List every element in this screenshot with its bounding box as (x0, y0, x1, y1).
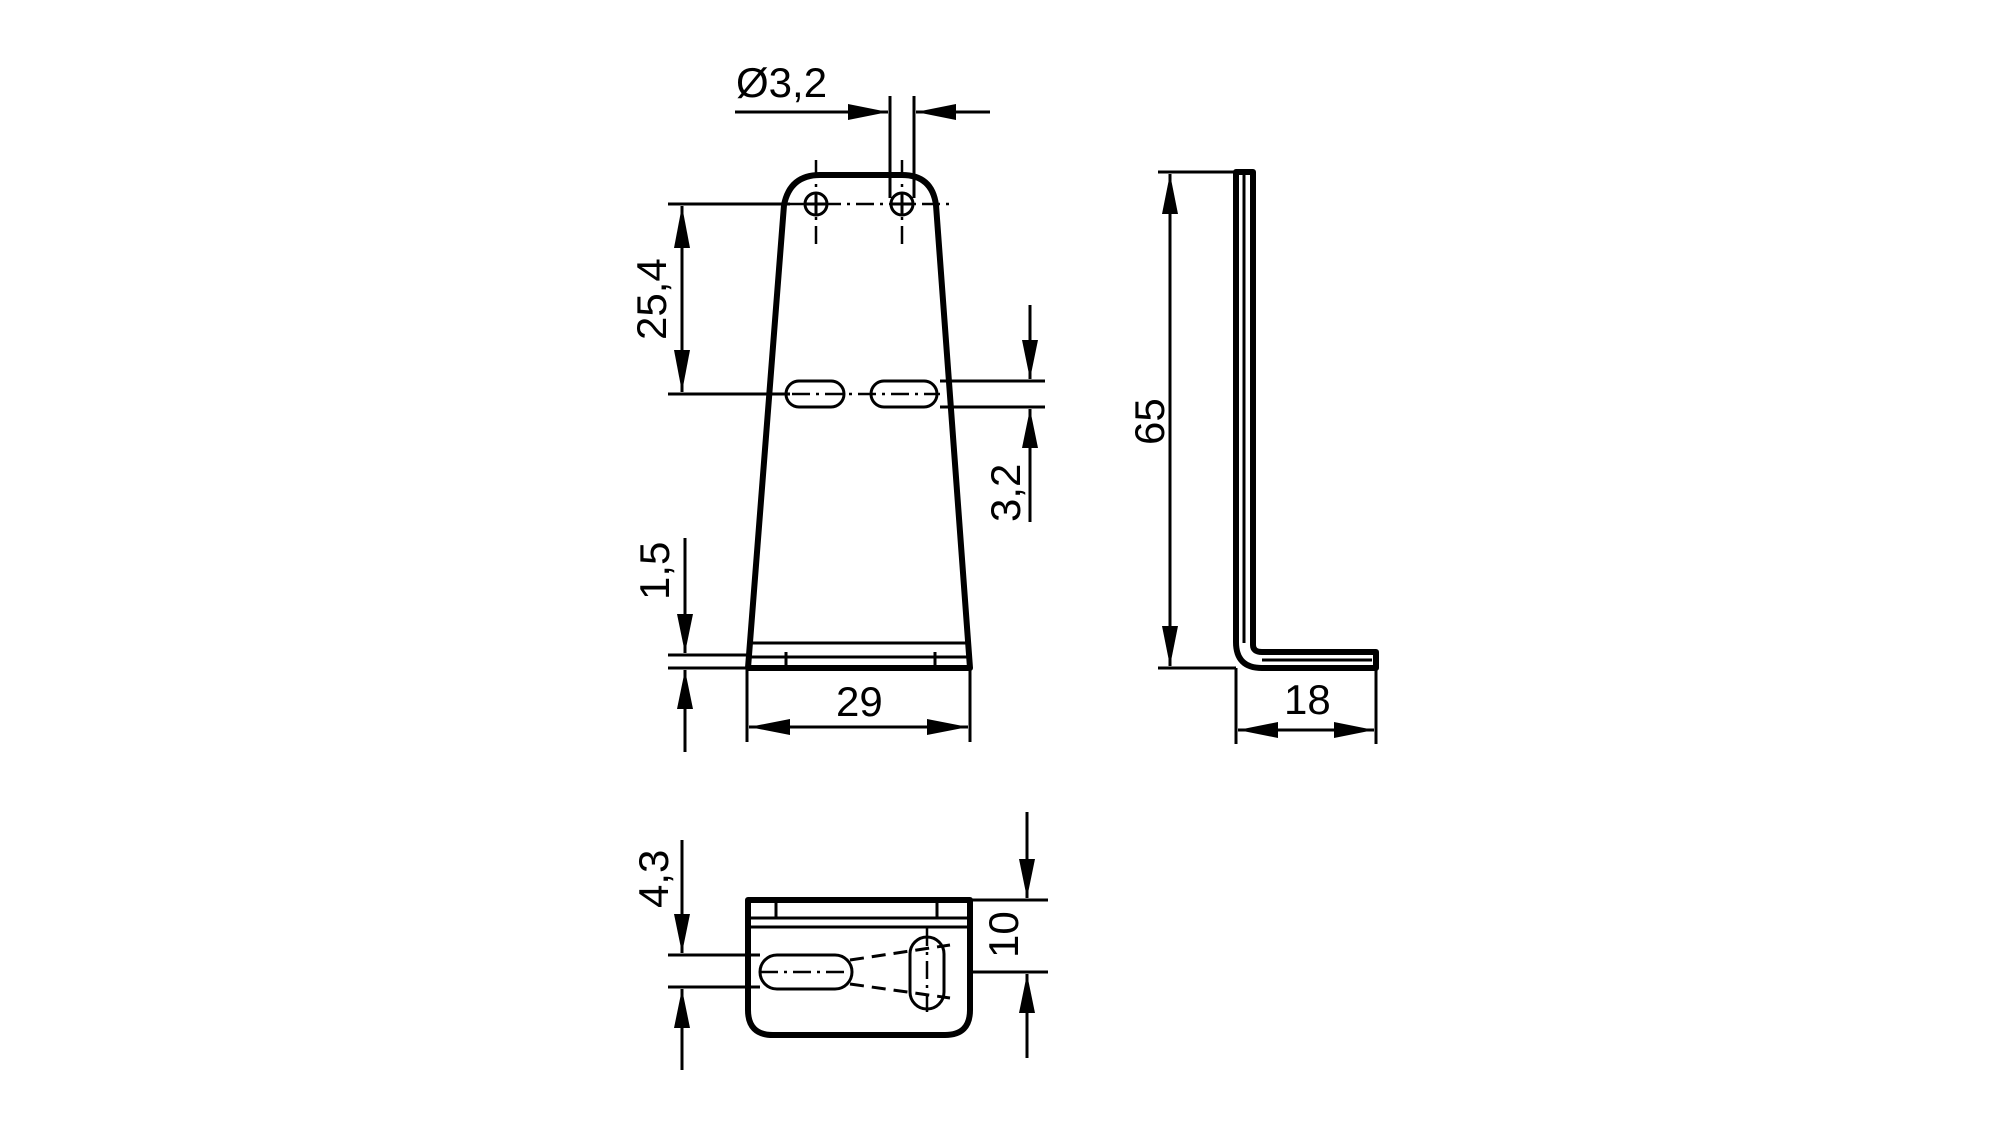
side-view-profile (1233, 169, 1379, 671)
dim-bottom-height: 10 (970, 812, 1048, 1058)
label-flange-depth: 18 (1284, 676, 1331, 723)
bottom-view-outline (745, 897, 973, 1038)
label-slot-width: 3,2 (982, 464, 1029, 522)
dim-hole-to-slot: 25,4 (628, 202, 790, 396)
dim-thickness: 1,5 (631, 538, 748, 752)
bottom-view (745, 897, 973, 1038)
front-view (745, 160, 973, 671)
label-height: 65 (1126, 398, 1173, 445)
dim-slot-width: 3,2 (940, 305, 1045, 522)
dim-height: 65 (1126, 170, 1236, 670)
label-slot-offset: 4,3 (630, 850, 677, 908)
dim-base-width: 29 (745, 668, 972, 742)
side-view (1233, 169, 1379, 671)
dim-flange-depth: 18 (1234, 668, 1378, 744)
dim-hole-diameter: Ø3,2 (735, 59, 990, 198)
dim-slot-offset: 4,3 (630, 840, 760, 1070)
label-base-width: 29 (836, 678, 883, 725)
hidden-line-lower (849, 982, 951, 1000)
hidden-line-upper (849, 943, 951, 962)
front-view-outline (745, 172, 973, 671)
label-hole-diameter: Ø3,2 (736, 59, 827, 106)
label-thickness: 1,5 (631, 542, 678, 600)
label-bottom-height: 10 (980, 911, 1027, 958)
label-hole-to-slot: 25,4 (628, 258, 675, 340)
